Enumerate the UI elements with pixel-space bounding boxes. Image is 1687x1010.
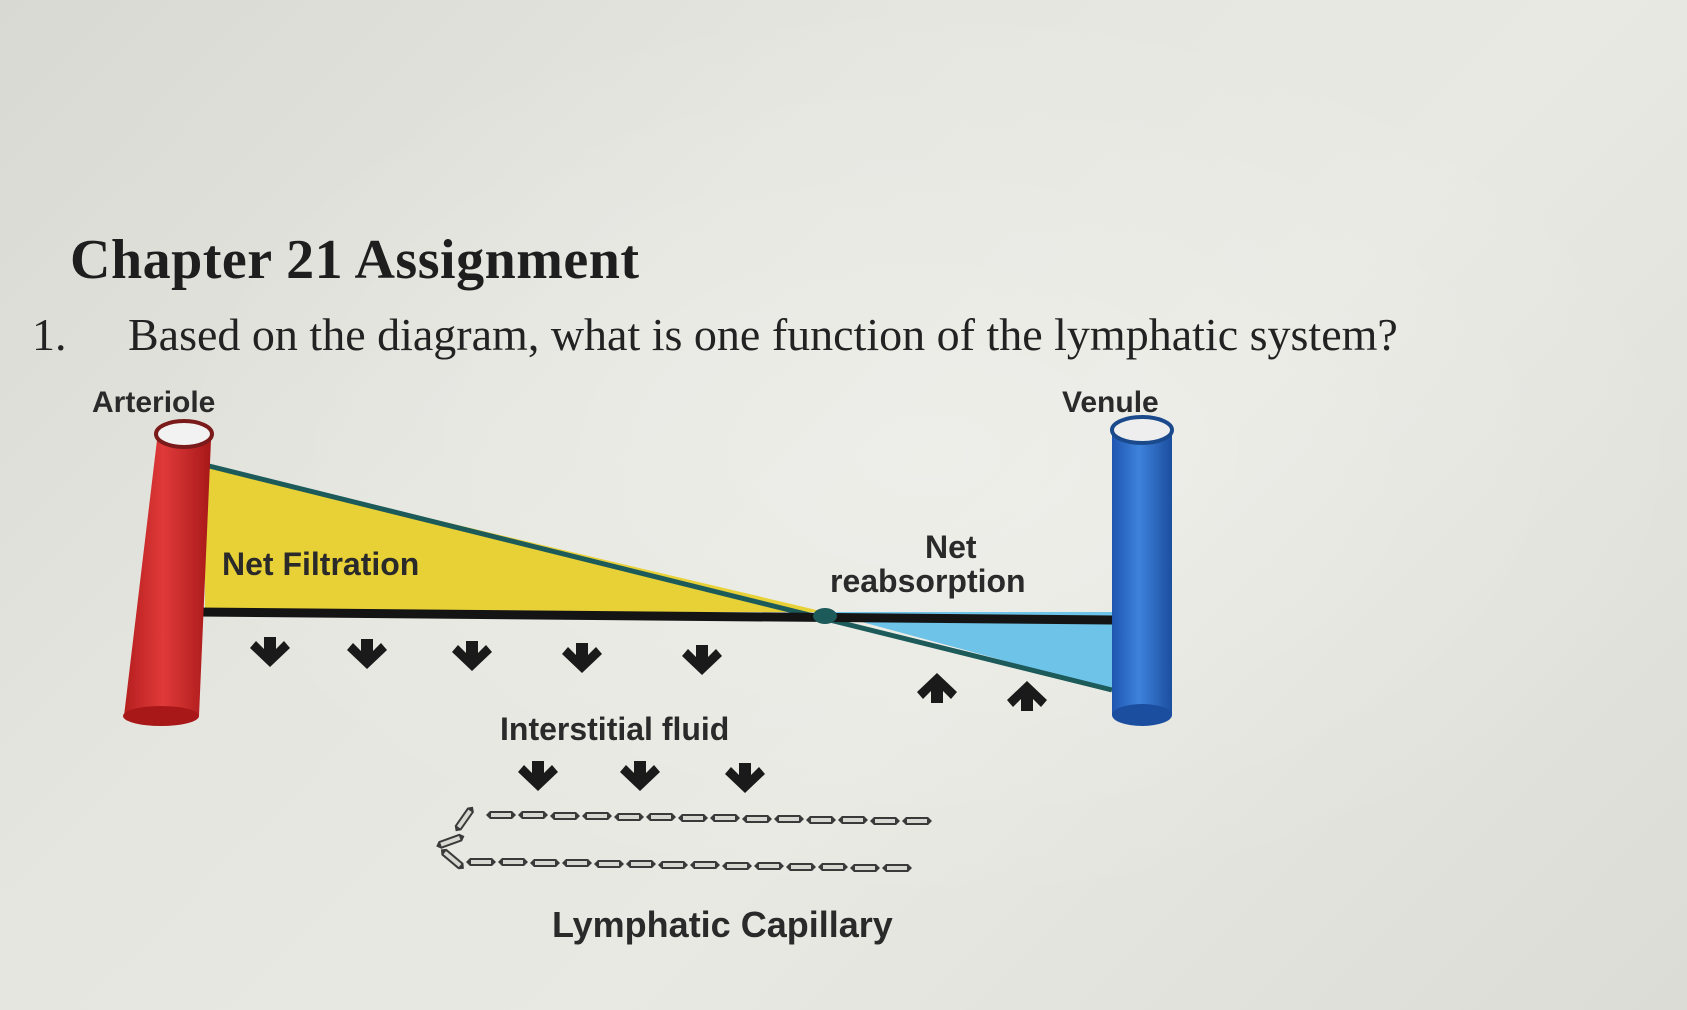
lymphatic-capillary-vessel — [435, 804, 932, 872]
reabsorption-arrow-icon — [917, 673, 957, 703]
arteriole-tube — [123, 421, 212, 726]
equilibrium-point — [813, 608, 837, 624]
lymph-entry-arrow-icon — [620, 761, 660, 791]
filtration-arrow-icon — [562, 643, 602, 673]
net-reabsorption-label-line2: reabsorption — [830, 563, 1026, 599]
filtration-arrow-icon — [682, 645, 722, 675]
venule-tube — [1112, 417, 1172, 726]
venule-label: Venule — [1062, 386, 1159, 419]
lymph-entry-arrow-icon — [725, 763, 765, 793]
filtration-arrow-icon — [452, 641, 492, 671]
filtration-arrow-icon — [250, 637, 290, 667]
net-reabsorption-label-line1: Net — [925, 529, 977, 565]
arteriole-label: Arteriole — [92, 386, 215, 419]
reabsorption-arrow-icon — [1007, 681, 1047, 711]
interstitial-fluid-label: Interstitial fluid — [500, 711, 729, 747]
lymphatic-capillary-label: Lymphatic Capillary — [552, 904, 893, 945]
filtration-arrow-icon — [347, 639, 387, 669]
net-filtration-label: Net Filtration — [222, 546, 419, 582]
lymph-entry-arrow-icon — [518, 761, 558, 791]
